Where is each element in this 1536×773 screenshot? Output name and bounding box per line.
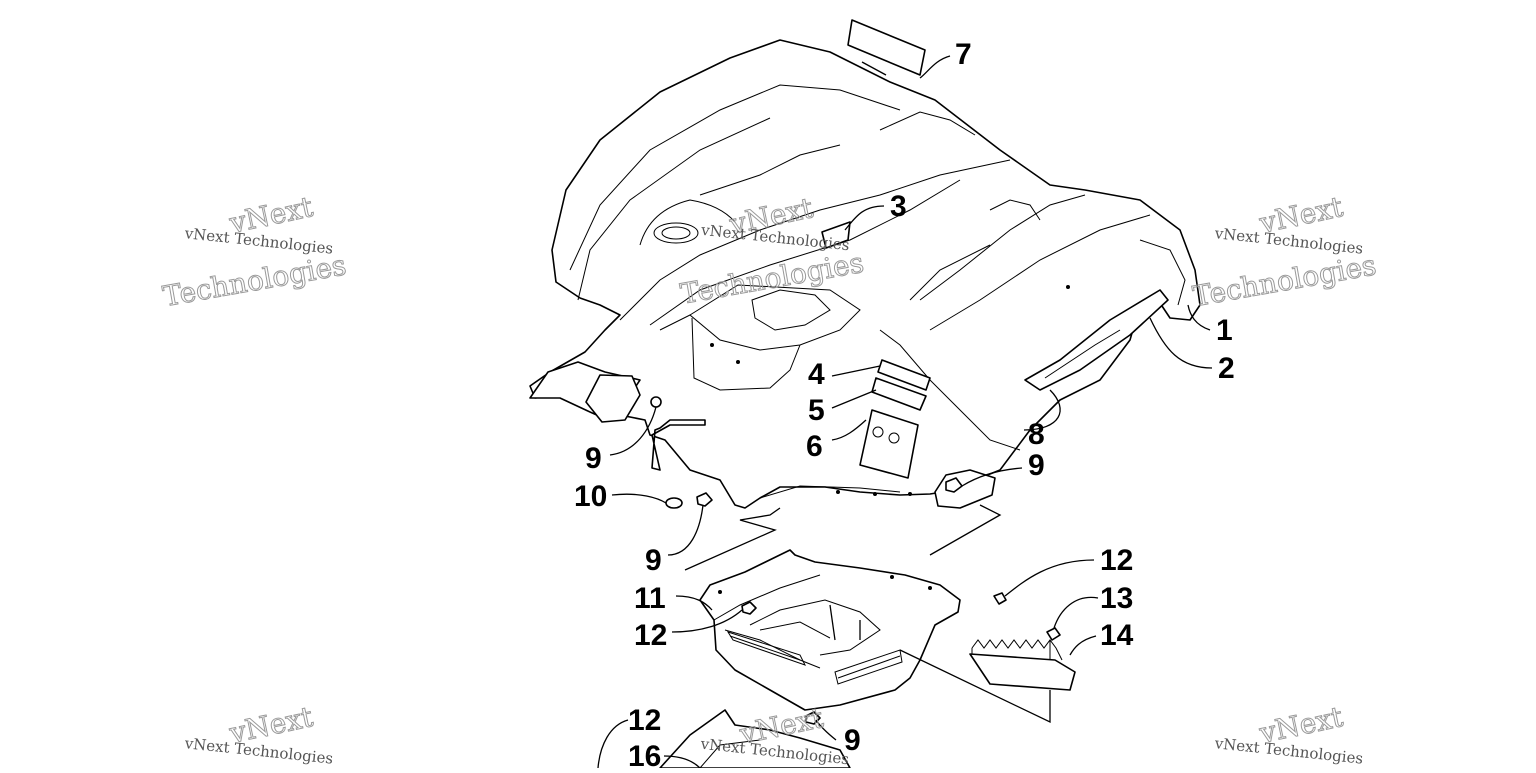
watermark-bottom-right: vNext vNext Technologies bbox=[1213, 699, 1364, 767]
footwell-11 bbox=[699, 549, 1007, 711]
callout-9: 9 bbox=[585, 442, 602, 475]
lower-part-16 bbox=[659, 709, 851, 769]
rear-fender bbox=[529, 39, 1201, 509]
callout-9: 9 bbox=[1028, 449, 1045, 482]
watermark-big-word: Technologies bbox=[160, 248, 348, 313]
callout-labels: 7 3 1 2 4 5 6 8 9 9 10 9 12 11 13 12 14 … bbox=[574, 38, 1235, 773]
callout-11: 11 bbox=[634, 582, 666, 615]
watermark-top-left: vNext vNext Technologies Technologies bbox=[160, 189, 349, 313]
callout-2: 2 bbox=[1218, 352, 1235, 385]
watermark-top-right: vNext vNext Technologies Technologies bbox=[1190, 189, 1379, 313]
decal-7 bbox=[847, 19, 926, 76]
callout-7: 7 bbox=[955, 38, 972, 71]
callout-3: 3 bbox=[890, 190, 907, 223]
callout-10: 10 bbox=[574, 480, 607, 513]
watermark-big-word: Technologies bbox=[1190, 248, 1378, 313]
callout-5: 5 bbox=[808, 394, 825, 427]
callout-6: 6 bbox=[806, 430, 823, 463]
callout-1: 1 bbox=[1216, 314, 1233, 347]
callout-12: 12 bbox=[634, 619, 667, 652]
callout-9: 9 bbox=[844, 724, 861, 757]
mud-flap-bracket bbox=[651, 419, 706, 471]
watermark-bottom-left: vNext vNext Technologies bbox=[183, 699, 334, 767]
callout-4: 4 bbox=[808, 358, 825, 391]
callout-13: 13 bbox=[1100, 582, 1133, 615]
callout-8: 8 bbox=[1028, 418, 1045, 451]
callout-16: 16 bbox=[628, 740, 661, 768]
callout-12: 12 bbox=[1100, 544, 1133, 577]
callout-14: 14 bbox=[1100, 619, 1134, 652]
callout-9: 9 bbox=[645, 544, 662, 577]
leader-lines bbox=[597, 55, 1213, 769]
callout-12: 12 bbox=[628, 704, 661, 737]
footrest-14 bbox=[969, 627, 1076, 691]
